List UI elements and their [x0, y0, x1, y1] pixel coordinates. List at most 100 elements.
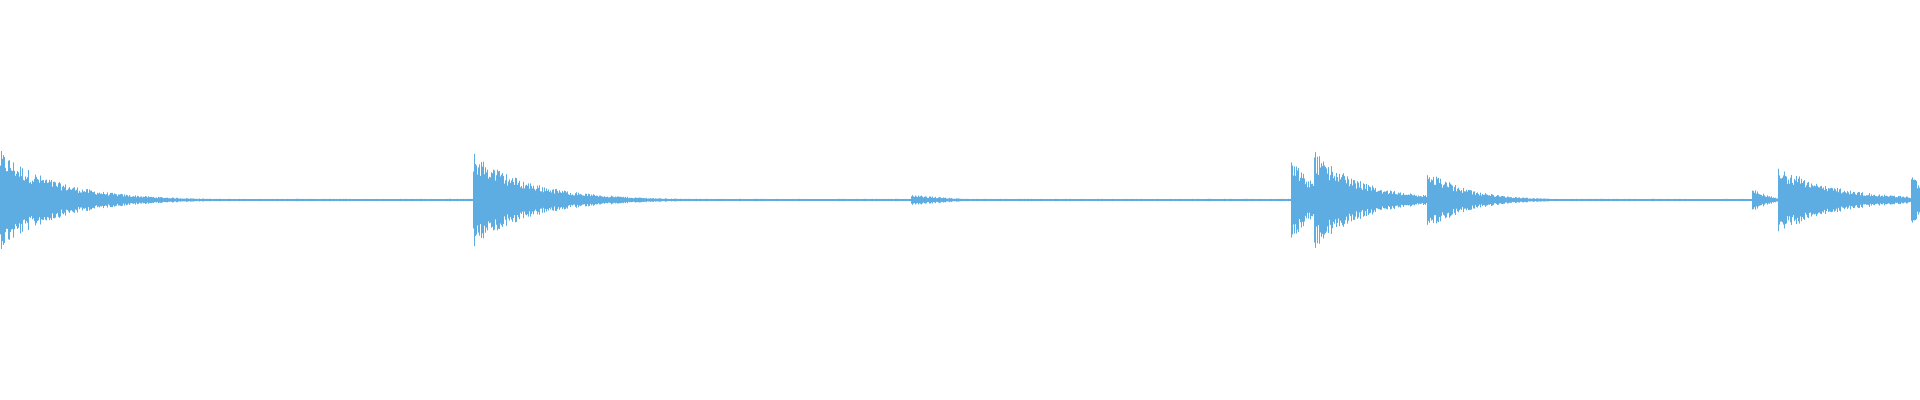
waveform-sample	[820, 199, 821, 201]
waveform-sample	[137, 195, 138, 205]
waveform-sample	[1184, 199, 1185, 201]
waveform-sample	[371, 199, 372, 201]
waveform-sample	[648, 198, 649, 202]
waveform-sample	[471, 199, 472, 201]
waveform-sample	[770, 199, 771, 201]
waveform-sample	[559, 190, 560, 210]
waveform-sample	[816, 199, 817, 201]
waveform-sample	[1670, 199, 1671, 201]
waveform-sample	[1800, 183, 1801, 217]
waveform-sample	[942, 198, 943, 202]
waveform-sample	[1781, 178, 1782, 222]
waveform-sample	[706, 198, 707, 202]
waveform-sample	[1587, 198, 1588, 202]
waveform-sample	[1129, 199, 1130, 201]
waveform-sample	[411, 199, 412, 201]
waveform-sample	[244, 199, 245, 201]
waveform-sample	[1153, 199, 1154, 201]
waveform-sample	[360, 199, 361, 201]
waveform-sample	[253, 199, 254, 201]
waveform-sample	[286, 199, 287, 201]
waveform-sample	[292, 199, 293, 201]
waveform-sample	[1721, 199, 1722, 201]
waveform-sample	[793, 198, 794, 202]
waveform-sample	[1882, 195, 1883, 205]
waveform-sample	[1530, 198, 1531, 202]
waveform-sample	[1053, 199, 1054, 201]
waveform-sample	[193, 198, 194, 202]
waveform-sample	[29, 183, 30, 217]
waveform-sample	[226, 199, 227, 201]
waveform-sample	[1406, 194, 1407, 206]
waveform-sample	[155, 197, 156, 203]
waveform-sample	[1817, 185, 1818, 215]
waveform-sample	[141, 196, 142, 204]
waveform-sample	[1750, 199, 1751, 201]
waveform-sample	[1090, 199, 1091, 201]
waveform-sample	[1046, 199, 1047, 201]
waveform-sample	[112, 192, 113, 208]
waveform-sample	[277, 198, 278, 202]
waveform-sample	[1608, 198, 1609, 202]
waveform-sample	[475, 163, 476, 237]
waveform-sample	[309, 199, 310, 201]
waveform-sample	[106, 194, 107, 206]
waveform-sample	[1476, 193, 1477, 207]
waveform-sample	[344, 198, 345, 202]
waveform-sample	[1729, 199, 1730, 201]
waveform-sample	[314, 199, 315, 201]
waveform-sample	[1091, 198, 1092, 202]
waveform-sample	[56, 185, 57, 215]
waveform-sample	[611, 195, 612, 205]
waveform-sample	[1273, 199, 1274, 201]
waveform-sample	[373, 199, 374, 201]
waveform-sample	[1239, 199, 1240, 201]
waveform-sample	[263, 199, 264, 201]
waveform-sample	[794, 199, 795, 201]
waveform-sample	[441, 199, 442, 201]
waveform-sample	[1628, 198, 1629, 202]
waveform-sample	[1011, 199, 1012, 201]
waveform-sample	[1254, 199, 1255, 201]
waveform-sample	[1483, 195, 1484, 205]
waveform-sample	[1506, 197, 1507, 203]
waveform-sample	[1297, 170, 1298, 230]
waveform-sample	[800, 199, 801, 201]
waveform-sample	[1891, 195, 1892, 205]
waveform-sample	[1107, 199, 1108, 201]
waveform-sample	[413, 199, 414, 201]
waveform-sample	[1118, 199, 1119, 201]
waveform-sample	[653, 198, 654, 202]
waveform-sample	[1332, 171, 1333, 229]
waveform-sample	[1867, 195, 1868, 205]
waveform-sample	[1364, 184, 1365, 216]
waveform-sample	[74, 187, 75, 213]
waveform-sample	[1616, 198, 1617, 202]
waveform-sample	[1523, 197, 1524, 203]
waveform-sample	[1392, 193, 1393, 207]
waveform-sample	[57, 187, 58, 213]
waveform-sample	[746, 199, 747, 201]
waveform-sample	[1258, 199, 1259, 201]
waveform-sample	[421, 198, 422, 202]
waveform-sample	[692, 199, 693, 201]
waveform-sample	[838, 198, 839, 202]
waveform-sample	[1585, 199, 1586, 201]
waveform-sample	[1157, 198, 1158, 202]
waveform-sample	[377, 198, 378, 202]
waveform-sample	[389, 199, 390, 201]
waveform-sample	[1251, 198, 1252, 202]
waveform-sample	[1216, 199, 1217, 201]
waveform-sample	[1733, 199, 1734, 201]
waveform-sample	[641, 197, 642, 203]
waveform-sample	[1918, 185, 1919, 215]
waveform-sample	[1813, 186, 1814, 214]
waveform-sample	[1018, 198, 1019, 202]
waveform-sample	[113, 194, 114, 206]
waveform-sample	[185, 198, 186, 202]
waveform-sample	[1477, 192, 1478, 208]
waveform-sample	[460, 198, 461, 202]
waveform-sample	[122, 194, 123, 206]
waveform-sample	[557, 190, 558, 210]
waveform-sample	[1613, 199, 1614, 201]
